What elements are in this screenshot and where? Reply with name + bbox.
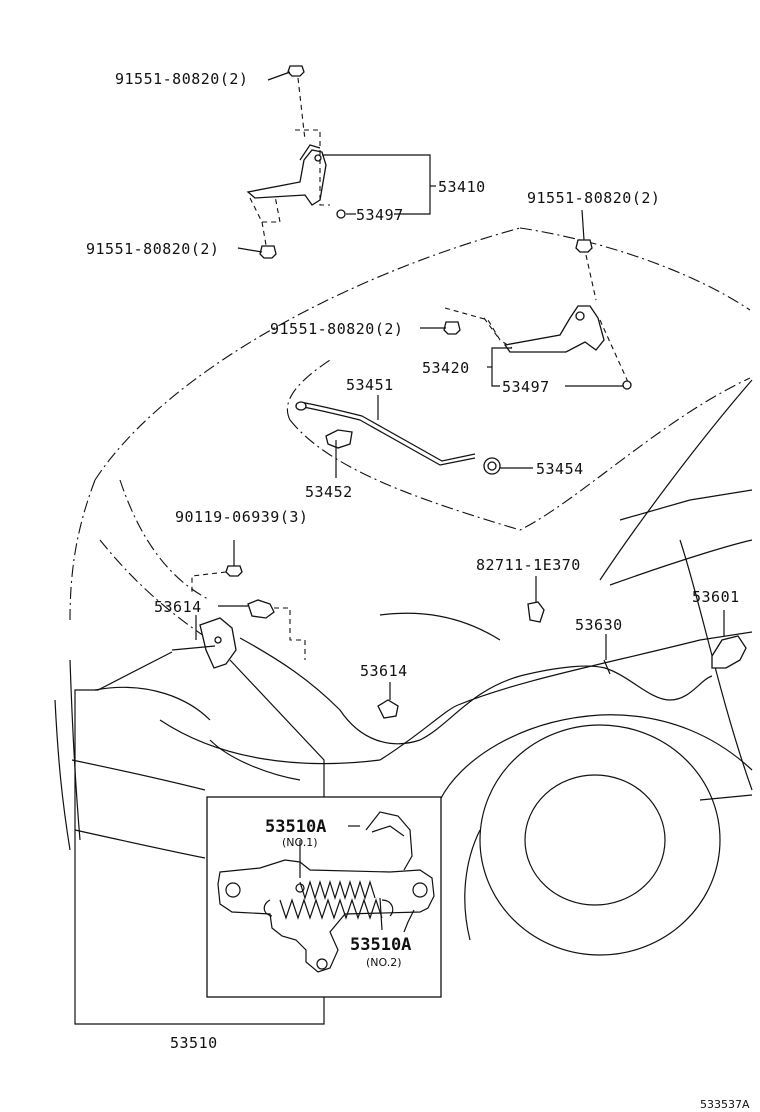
- label-hinge-lh: 53410: [438, 178, 486, 196]
- label-rod-grommet: 53454: [536, 460, 584, 478]
- label-clamp-left: 53614: [154, 598, 202, 616]
- leader-lines: [74, 71, 725, 1025]
- bolt-icon: [287, 65, 305, 77]
- hood-lock-icon: [171, 617, 237, 669]
- clamp-icon: [247, 599, 306, 660]
- vehicle-outline: [54, 227, 753, 956]
- diagram-code: 533537A: [700, 1098, 750, 1111]
- bolt-icon: [443, 321, 461, 335]
- label-retainer-rh: 53497: [502, 378, 550, 396]
- lock-detail-box: [206, 796, 442, 998]
- label-spring-no1: 53510A: [265, 817, 326, 837]
- retainer-icon: [622, 380, 632, 390]
- release-cable: [239, 637, 713, 745]
- label-support-rod: 53451: [346, 376, 394, 394]
- clip-icon: [527, 601, 545, 623]
- retainer-icon: [336, 209, 346, 219]
- hood-support-rod: [295, 401, 476, 466]
- label-lock-assy: 53510: [170, 1034, 218, 1052]
- label-bolt-right-mid: 91551-80820(2): [270, 320, 403, 338]
- rod-holder-icon: [325, 429, 353, 449]
- hood-hinge-lh: [246, 77, 330, 246]
- label-rod-holder: 53452: [305, 483, 353, 501]
- label-clip: 82711-1E370: [476, 556, 581, 574]
- label-release-lever: 53601: [692, 588, 740, 606]
- bolt-icon: [259, 245, 277, 259]
- label-bolt-top: 91551-80820(2): [115, 70, 248, 88]
- hood-hinge-rh: [444, 254, 629, 383]
- screw-icon: [225, 540, 243, 577]
- label-spring-no2: 53510A: [350, 935, 411, 955]
- label-spring-no1-tag: (NO.1): [282, 836, 318, 849]
- label-screw: 90119-06939(3): [175, 508, 308, 526]
- rod-grommet-icon: [483, 457, 501, 475]
- label-retainer-lh: 53497: [356, 206, 404, 224]
- part-labels: 91551-80820(2) 53410 53497 91551-80820(2…: [86, 70, 750, 1111]
- label-release-cable: 53630: [575, 616, 623, 634]
- label-clamp-mid: 53614: [360, 662, 408, 680]
- label-hinge-rh: 53420: [422, 359, 470, 377]
- release-lever-icon: [711, 635, 747, 669]
- label-bolt-left: 91551-80820(2): [86, 240, 219, 258]
- label-bolt-right-top: 91551-80820(2): [527, 189, 660, 207]
- label-spring-no2-tag: (NO.2): [366, 956, 402, 969]
- clamp-icon: [377, 699, 399, 719]
- bolt-icon: [575, 239, 593, 253]
